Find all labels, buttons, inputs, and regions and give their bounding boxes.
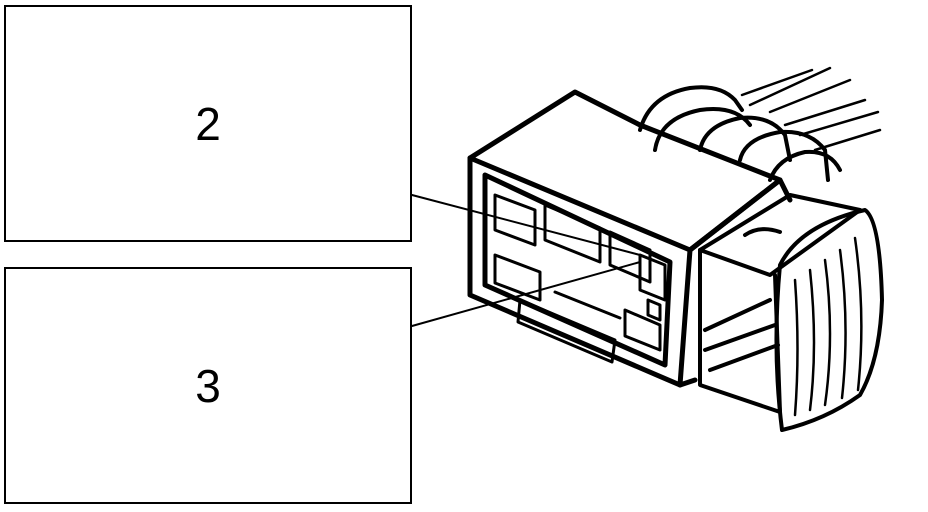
leader-lines xyxy=(411,194,641,327)
wire-bundle xyxy=(740,66,882,152)
callout-label-3: 3 xyxy=(195,359,221,412)
connector-housing xyxy=(467,89,793,388)
leader-line-3 xyxy=(411,261,641,327)
callout-box-3: 3 xyxy=(4,267,412,504)
wire-seals xyxy=(638,85,842,182)
grip-end xyxy=(774,208,884,432)
terminal-cavities xyxy=(493,193,667,364)
callout-box-2: 2 xyxy=(4,5,412,242)
leader-line-2 xyxy=(411,194,641,256)
locking-lever xyxy=(698,193,862,414)
callout-label-2: 2 xyxy=(195,97,221,150)
